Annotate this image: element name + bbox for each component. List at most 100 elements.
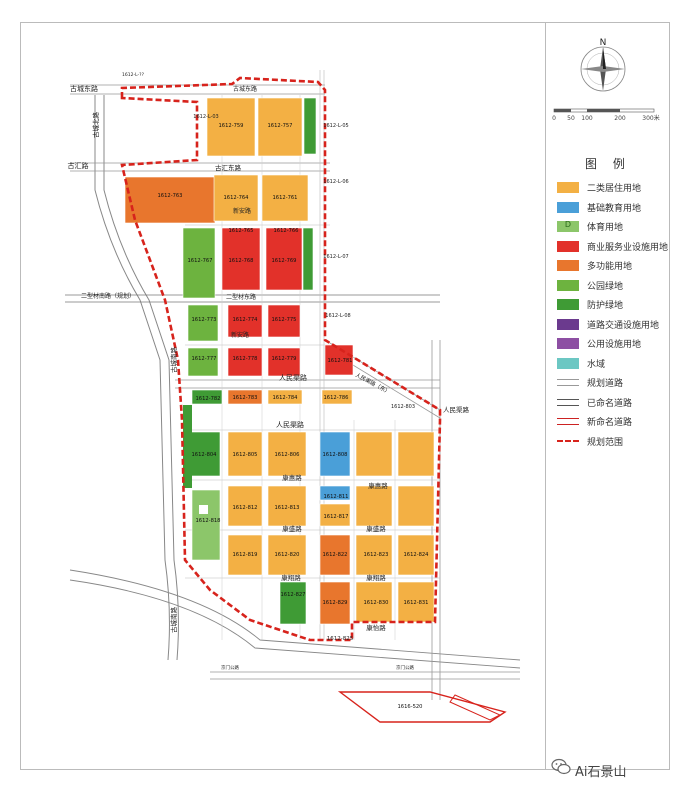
- parcels: [124, 97, 507, 723]
- parcel-773: [187, 304, 219, 342]
- parcel-827: [279, 581, 307, 625]
- parcel-label: 1612-817: [324, 514, 349, 520]
- road-label-kanghui-2: 康惠路: [368, 481, 388, 490]
- parcel-820: [267, 534, 307, 576]
- parcel-label: 1612-811: [324, 494, 349, 500]
- legend-divider: [545, 22, 546, 770]
- legend-label: 道路交通设施用地: [587, 320, 660, 331]
- parcel-label: 1612-818: [196, 518, 221, 524]
- legend-label: 公用设施用地: [587, 340, 642, 351]
- parcel-label: 1612-761: [273, 195, 298, 201]
- legend-swatch: [557, 260, 579, 272]
- parcel-label: 1612-829: [323, 600, 348, 606]
- parcel-805: [227, 431, 263, 477]
- road-label-jingmen-2: 京门公路: [396, 664, 414, 671]
- legend-item: 道路交通设施用地: [557, 315, 668, 335]
- parcel-783: [227, 389, 263, 405]
- legend-label: 水域: [587, 359, 606, 370]
- legend-label: 商业服务业设施用地: [587, 242, 669, 253]
- legend-swatch-mark: D: [564, 220, 572, 230]
- parcel-label: 1612-777: [192, 356, 217, 362]
- parcel-block-b: [397, 431, 435, 477]
- watermark-text: Ai石景山: [575, 765, 627, 780]
- legend-item: 水域: [557, 354, 668, 374]
- parcel-759: [206, 97, 256, 157]
- parcel-green-strip: [303, 97, 317, 155]
- road-line: [69, 579, 521, 669]
- parcel-label: 1612-767: [188, 258, 213, 264]
- road-line: [69, 569, 521, 661]
- parcel-green-west: [183, 405, 192, 488]
- legend-swatch: [557, 440, 579, 443]
- legend-swatch: [557, 240, 579, 252]
- legend-item: 规划道路: [557, 373, 668, 393]
- parcel-label: 1612-806: [275, 452, 300, 458]
- parcel-label: 1612-783: [233, 395, 258, 401]
- legend-item: 规划范围: [557, 432, 668, 452]
- road-label-renminqu-1: 人民渠路: [279, 373, 307, 382]
- legend-item: 多功能用地: [557, 256, 668, 276]
- sports-marker: [199, 505, 208, 514]
- legend-item: 公用设施用地: [557, 334, 668, 354]
- parcel-label: 1612-778: [233, 356, 258, 362]
- parcel-829: [319, 581, 351, 625]
- road-label-gucheng-east: 古城东路: [70, 84, 98, 93]
- road-label-renminqu-right: 人民渠路: [443, 405, 470, 414]
- parcel-761: [261, 174, 309, 222]
- legend-swatch: [557, 398, 579, 406]
- parcel-label: 1612-769: [272, 258, 297, 264]
- parcel-label: 1612-804: [192, 452, 218, 458]
- road-label-kangyi: 康怡路: [366, 623, 386, 632]
- parcel-781: [324, 344, 354, 376]
- legend-label: 体育用地: [587, 223, 624, 234]
- parcel-769: [265, 227, 303, 291]
- scale-bar: 0 50 100 200 300米: [552, 108, 660, 122]
- legend-item: 新命名道路: [557, 412, 668, 432]
- scale-tick-100: 100: [581, 115, 593, 122]
- parcel-811: [319, 485, 351, 501]
- legend-item: 基础教育用地: [557, 198, 668, 218]
- parcel-784: [267, 389, 303, 405]
- road-line: [94, 95, 170, 661]
- road-label-guhui: 古汇路: [68, 161, 89, 170]
- road-label-guhui-east: 古汇东路: [215, 163, 242, 172]
- parcel-label: 1612-820: [275, 552, 300, 558]
- north-arrow-icon: N: [580, 38, 626, 92]
- parcel-label: 1612-786: [324, 395, 349, 401]
- legend-item: 二类居住用地: [557, 178, 668, 198]
- legend-item: D 体育用地: [557, 217, 668, 237]
- parcel-block-c: [355, 485, 393, 527]
- parcel-label: 1612-824: [404, 552, 430, 558]
- parcel-817: [319, 503, 351, 527]
- legend-label: 规划范围: [587, 437, 624, 448]
- parcel-green-769: [302, 227, 314, 291]
- parcel-777: [187, 347, 219, 377]
- parcel-label: 1612-768: [229, 258, 254, 264]
- road-label-jingmen: 京门公路: [221, 664, 239, 671]
- parcel-764: [213, 174, 259, 222]
- legend-swatch: [557, 279, 579, 291]
- parcel-822: [319, 534, 351, 576]
- parcel-label: 1612-774: [233, 317, 259, 323]
- wechat-icon: [551, 758, 571, 775]
- parcel-757: [257, 97, 303, 157]
- parcel-label: 1612-775: [272, 317, 297, 323]
- planning-boundary-line: [120, 76, 442, 642]
- road-label-top: 1612-L-??: [122, 72, 145, 78]
- legend-item: 已命名道路: [557, 393, 668, 413]
- road-label-l05: 1612-L-05: [323, 123, 348, 129]
- legend-label: 已命名道路: [587, 398, 633, 409]
- legend-swatch: [557, 182, 579, 194]
- road-label-xinan: 新安路: [233, 207, 251, 215]
- parcel-label: 1612-830: [364, 600, 389, 606]
- legend-swatch: [557, 357, 579, 369]
- legend-label: 基础教育用地: [587, 203, 642, 214]
- road-label-l06: 1612-L-06: [323, 179, 348, 185]
- road-label-kangxiang: 康翔路: [281, 573, 301, 582]
- parcel-830: [355, 581, 393, 623]
- road-label-825: 1612-825: [327, 636, 354, 642]
- legend-swatch: [557, 318, 579, 330]
- road-label-l07: 1612-L-07: [323, 254, 348, 260]
